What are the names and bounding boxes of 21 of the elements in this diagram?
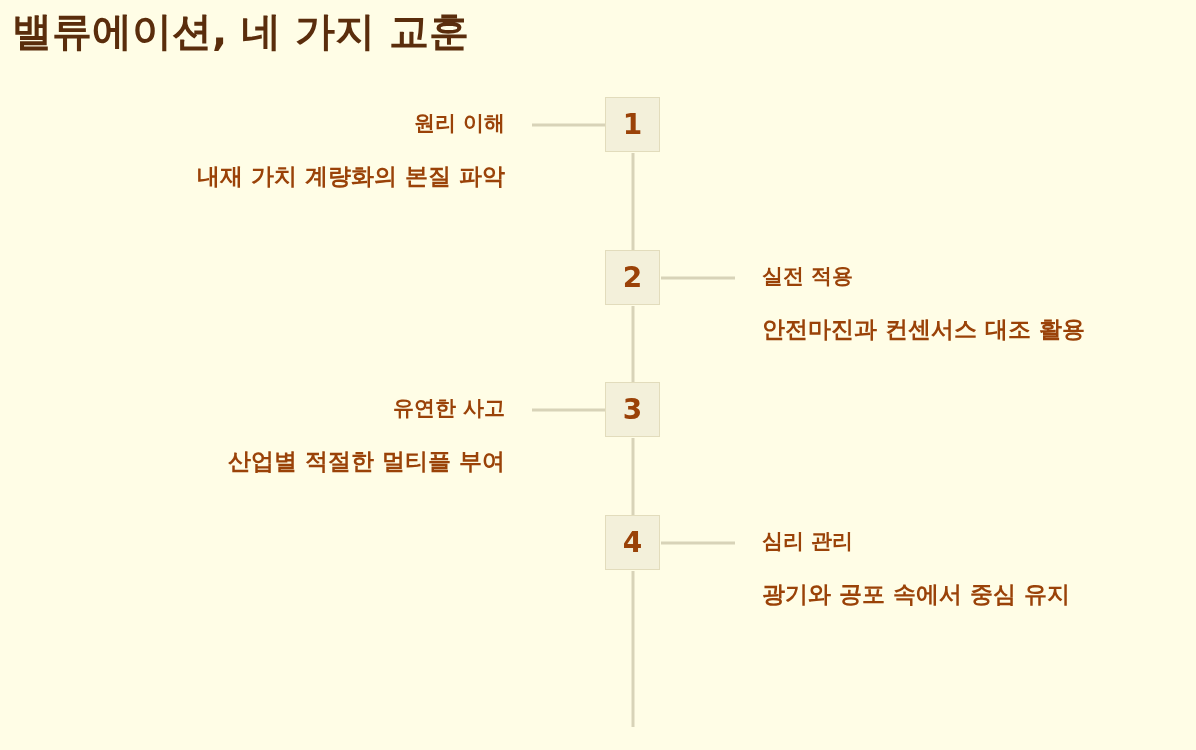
- timeline-line: [631, 438, 635, 515]
- step-description: 내재 가치 계량화의 본질 파악: [196, 162, 505, 191]
- step-heading: 원리 이해: [413, 110, 505, 137]
- step-description: 안전마진과 컨센서스 대조 활용: [762, 315, 1086, 344]
- timeline-line: [631, 306, 635, 382]
- timeline-line: [631, 153, 635, 250]
- step-heading: 실전 적용: [762, 263, 854, 290]
- step-number-box: 1: [605, 97, 660, 152]
- leader-line: [532, 123, 605, 127]
- step-description: 광기와 공포 속에서 중심 유지: [762, 580, 1071, 609]
- step-description: 산업별 적절한 멀티플 부여: [227, 447, 505, 476]
- step-number-box: 2: [605, 250, 660, 305]
- leader-line: [532, 408, 605, 412]
- step-heading: 심리 관리: [762, 528, 854, 555]
- timeline-line: [631, 571, 635, 727]
- leader-line: [661, 541, 735, 545]
- step-heading: 유연한 사고: [392, 395, 505, 422]
- title: 밸류에이션, 네 가지 교훈: [12, 7, 469, 56]
- step-number-box: 4: [605, 515, 660, 570]
- leader-line: [661, 276, 735, 280]
- step-number-box: 3: [605, 382, 660, 437]
